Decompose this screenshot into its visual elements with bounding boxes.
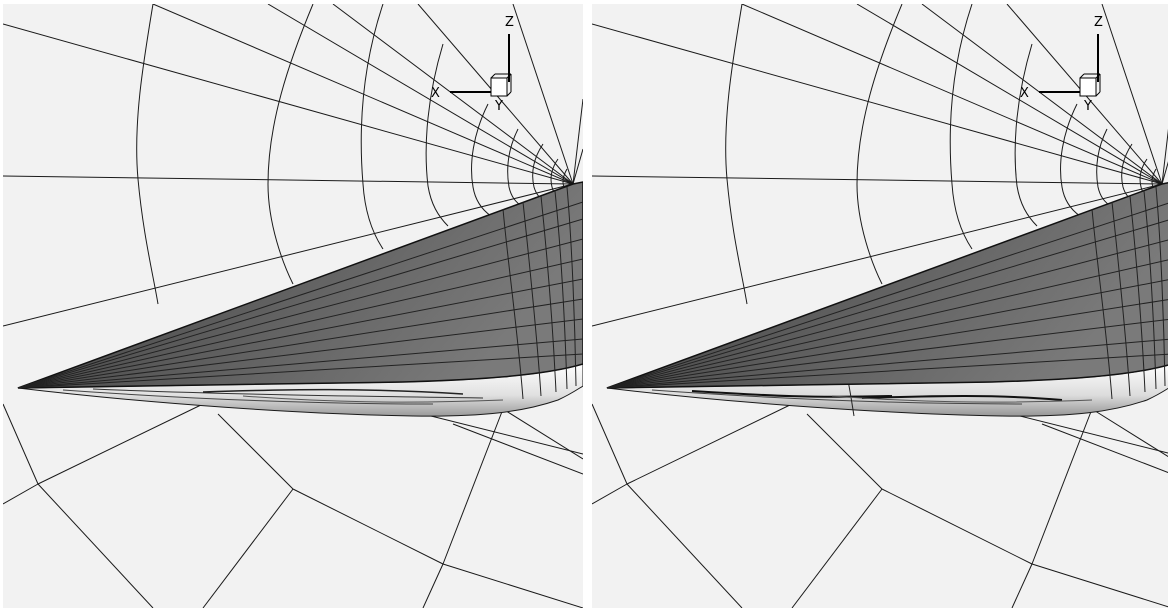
x-axis-label: X: [1020, 86, 1029, 101]
y-axis-label: Y: [494, 99, 503, 114]
z-axis-label: Z: [505, 15, 514, 30]
body-upper-surface: [606, 182, 1168, 400]
background-mesh-grid: [3, 4, 583, 608]
z-axis-label: Z: [1094, 15, 1103, 30]
triad-cube: [1079, 77, 1097, 97]
mesh-canvas-right: Z X Y: [592, 4, 1168, 608]
y-axis-label: Y: [1083, 99, 1092, 114]
triad-cube: [490, 77, 508, 97]
body-upper-surface: [17, 181, 583, 400]
background-mesh-grid: [592, 4, 1168, 608]
mesh-canvas-left: Z X Y: [3, 4, 583, 608]
axis-triad: Z X Y: [1020, 15, 1103, 114]
axis-triad: Z X Y: [431, 15, 514, 114]
mesh-view-right: Z X Y: [592, 4, 1168, 608]
x-axis-label: X: [431, 86, 440, 101]
mesh-view-left: Z X Y: [3, 4, 583, 608]
body-lower-surface: [606, 364, 1168, 417]
